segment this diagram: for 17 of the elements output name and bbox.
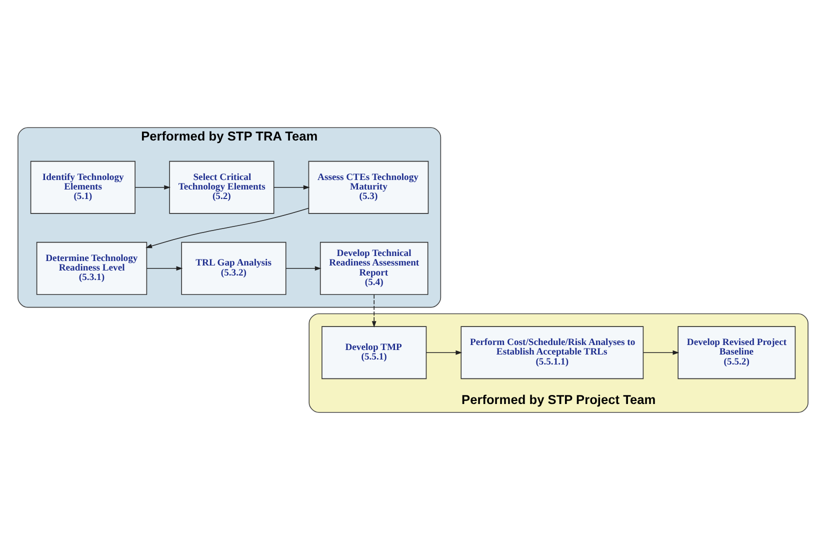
node-box: Perform Cost/Schedule/Risk Analyses to Establish Acceptable TRLs (5.5.1.1): [460, 326, 644, 380]
node-box: TRL Gap Analysis (5.3.2): [181, 242, 286, 295]
node-box: Identify Technology Elements (5.1): [30, 160, 136, 214]
node-box: Develop Revised Project Baseline (5.5.2): [678, 326, 796, 380]
node-box: Select Critical Technology Elements (5.2): [169, 160, 274, 214]
arrow: [134, 185, 171, 190]
node-box: Assess CTEs Technology Maturity (5.3): [308, 160, 429, 214]
arrow: [642, 350, 680, 355]
arrow: [286, 266, 322, 271]
arrow: [426, 350, 462, 355]
arrow: [146, 266, 183, 271]
node-box: Develop TMP (5.5.1): [322, 326, 427, 380]
node-box: Determine Technology Readiness Level (5.3.1): [36, 242, 148, 295]
arrow: [273, 185, 310, 190]
node-box: Develop Technical Readiness Assessment Report (5.4): [320, 242, 428, 295]
arrow: [372, 294, 376, 328]
arrow: [146, 208, 309, 248]
